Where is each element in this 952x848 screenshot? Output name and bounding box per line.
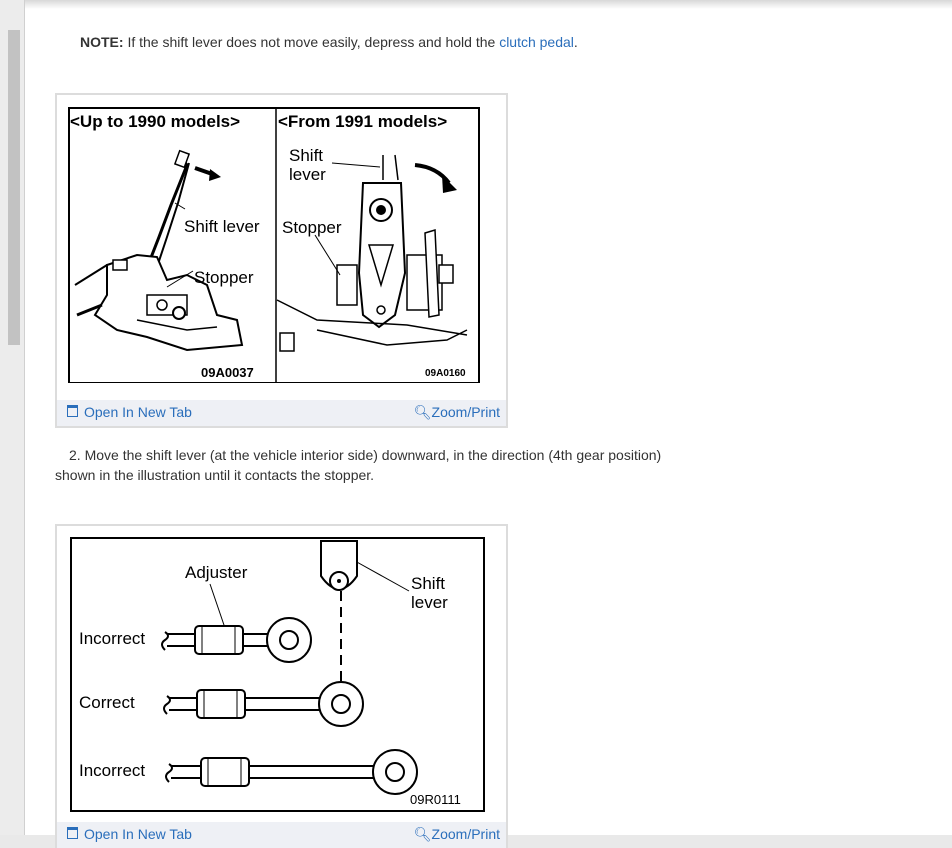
- scroll-thumb[interactable]: [8, 30, 20, 345]
- label-incorrect-1: Incorrect: [79, 629, 145, 648]
- open-in-new-tab-link-1[interactable]: Open In New Tab: [67, 404, 192, 420]
- figure-shift-lever: <Up to 1990 models> <From 1991 models> S…: [55, 93, 508, 428]
- panel2-title: <From 1991 models>: [278, 112, 447, 131]
- open-tab-icon: [67, 405, 78, 417]
- step2-line1: 2. Move the shift lever (at the vehicle …: [69, 447, 662, 463]
- label-incorrect-2: Incorrect: [79, 761, 145, 780]
- step2-line2: shown in the illustration until it conta…: [55, 467, 375, 483]
- shift-lever-illustration: <Up to 1990 models> <From 1991 models> S…: [68, 107, 480, 383]
- zoom-icon: 🔍︎: [413, 826, 432, 842]
- clutch-pedal-link[interactable]: clutch pedal: [499, 34, 574, 50]
- figure-adjuster: Adjuster Shift lever Incorrect Correct I…: [55, 524, 508, 848]
- top-shadow: [25, 0, 952, 9]
- figure1-toolbar: Open In New Tab 🔍︎Zoom/Print: [57, 400, 506, 426]
- panel1-title: <Up to 1990 models>: [70, 112, 240, 131]
- code-2: 09A0160: [425, 368, 466, 379]
- code-3: 09R0111: [410, 792, 461, 807]
- open-in-new-tab-link-2[interactable]: Open In New Tab: [67, 826, 192, 842]
- note-end: .: [573, 34, 578, 50]
- note-text: If the shift lever does not move easily,…: [127, 34, 496, 50]
- label-shift-a: Shift: [411, 574, 445, 593]
- adjuster-illustration: Adjuster Shift lever Incorrect Correct I…: [70, 537, 485, 812]
- label-shift-b: lever: [411, 593, 448, 612]
- note-paragraph: NOTE: If the shift lever does not move e…: [80, 32, 578, 52]
- open-tab-icon: [67, 827, 78, 839]
- zoom-icon: 🔍︎: [413, 404, 432, 420]
- scrollbar[interactable]: [0, 0, 25, 835]
- open-tab-label: Open In New Tab: [84, 826, 192, 842]
- note-label: NOTE:: [80, 34, 124, 50]
- zoom-print-link-1[interactable]: 🔍︎Zoom/Print: [414, 404, 500, 421]
- label-stopper: Stopper: [194, 268, 254, 287]
- figure2-toolbar: Open In New Tab 🔍︎Zoom/Print: [57, 822, 506, 848]
- label-shift2-b: lever: [289, 165, 326, 184]
- label-adjuster: Adjuster: [185, 563, 248, 582]
- code-1: 09A0037: [201, 365, 254, 380]
- zoom-label: Zoom/Print: [431, 826, 500, 842]
- label-shift2-a: Shift: [289, 146, 323, 165]
- label-stopper2: Stopper: [282, 218, 342, 237]
- label-shift-lever: Shift lever: [184, 217, 260, 236]
- open-tab-label: Open In New Tab: [84, 404, 192, 420]
- label-correct: Correct: [79, 693, 135, 712]
- zoom-label: Zoom/Print: [431, 404, 500, 420]
